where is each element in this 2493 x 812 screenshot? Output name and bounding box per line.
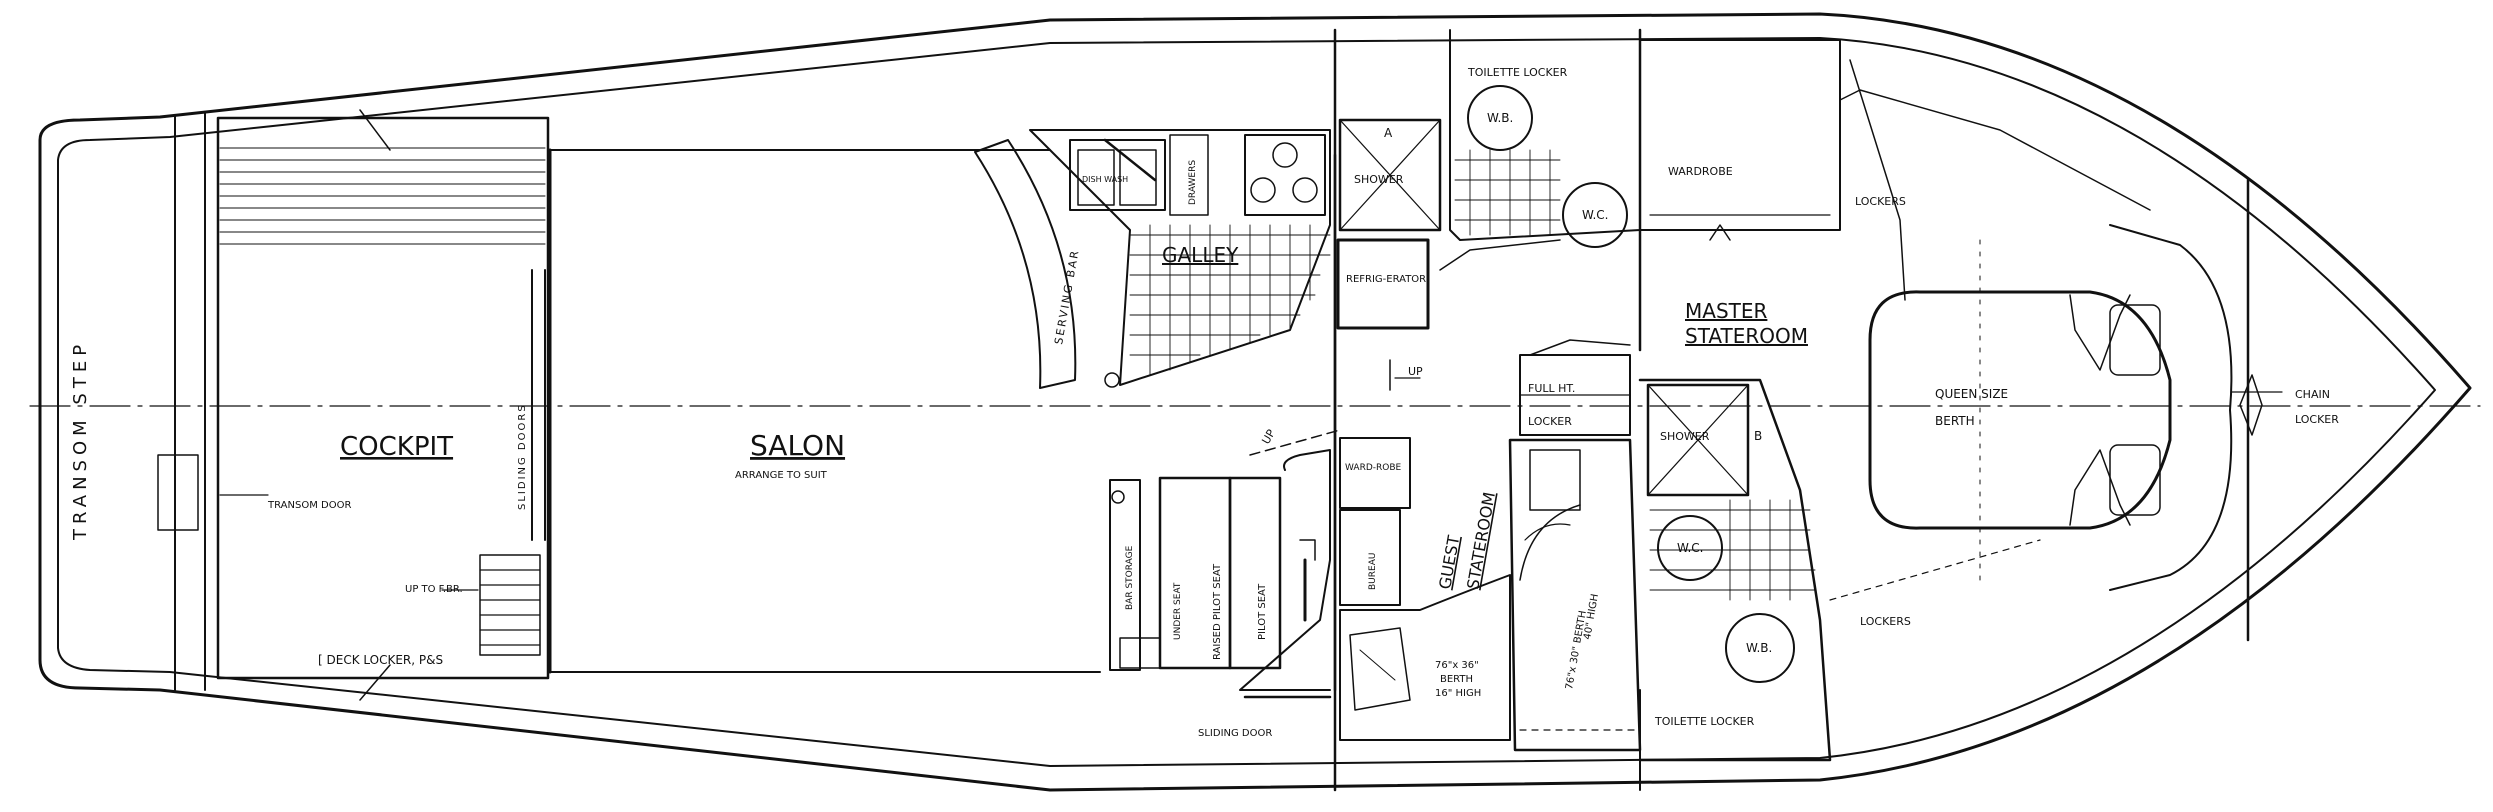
label-chain-1: CHAIN [2295,388,2330,401]
salon-area [548,129,1421,699]
label-cockpit: COCKPIT [340,432,453,462]
shower-port-stall [1338,118,1442,232]
label-under-seat: UNDER SEAT [1173,582,1183,640]
label-pilot-seat: PILOT SEAT [1257,583,1268,640]
label-lockers-top: LOCKERS [1855,195,1906,208]
toilet-bottom [1657,515,1723,581]
cockpit-area [157,109,550,701]
label-queen-2: BERTH [1935,414,1975,428]
label-wardrobe-small: WARD-ROBE [1345,463,1402,473]
label-up-2: UP [1259,427,1278,447]
label-bar-storage: BAR STORAGE [1125,545,1135,610]
pillow-top [2109,304,2161,376]
label-drawers: DRAWERS [1188,160,1198,205]
stbd-head-tiles [1649,499,1816,601]
label-refrigerator: REFRIG-ERATOR [1346,274,1426,285]
refrigerator [1336,238,1430,330]
pillow-bottom [2109,444,2161,516]
label-letter-b: B [1754,429,1762,443]
label-queen-1: QUEEN SIZE [1935,387,2008,401]
label-letter-a: A [1384,126,1393,140]
label-berth-lower-2: BERTH [1440,674,1473,685]
starboard-head [1638,378,1832,791]
label-arrange-to-suit: ARRANGE TO SUIT [735,470,828,481]
label-full-ht-2: LOCKER [1528,415,1572,428]
label-sliding-door: SLIDING DOOR [1198,728,1272,739]
transom-door [157,454,199,531]
dishwasher [1069,139,1166,211]
galley-floor-tiles [1129,224,1331,376]
queen-berth [1868,290,2172,530]
guest-berth-lower [1339,574,1511,741]
label-shower-port: SHOWER [1354,173,1404,186]
washbasin-top [1467,85,1533,151]
label-wardrobe: WARDROBE [1668,165,1733,178]
label-berth-lower-1: 76"x 36" [1435,660,1479,671]
port-head [1333,28,1642,792]
label-wc-bottom: W.C. [1677,541,1704,555]
bureau [1339,509,1401,606]
labels: TRANSOM STEP TRANSOM DOOR COCKPIT SLIDIN… [70,66,2339,739]
label-guest-2: STATEROOM [1463,490,1499,590]
label-transom-step: TRANSOM STEP [70,340,91,541]
cockpit-deck-hatching [219,147,546,245]
label-toilette-locker-bottom: TOILETTE LOCKER [1654,715,1755,728]
guest-stateroom [1339,339,1642,752]
label-chain-2: LOCKER [2295,413,2339,426]
label-toilette-locker-top: TOILETTE LOCKER [1467,66,1568,79]
port-head-tiles [1454,149,1561,236]
label-master-1: MASTER [1685,299,1767,323]
label-bureau: BUREAU [1368,553,1378,590]
label-raised-pilot-seat: RAISED PILOT SEAT [1212,563,1223,660]
label-wc-top: W.C. [1582,208,1609,222]
label-wb-top: W.B. [1487,111,1513,125]
toilet-top [1562,182,1628,248]
label-berth-lower-3: 16" HIGH [1435,688,1481,699]
label-full-ht-1: FULL HT. [1528,382,1575,395]
label-up-to-fbr: UP TO F.BR. [405,584,463,595]
label-up-1: UP [1408,365,1423,378]
cooktop [1244,134,1326,216]
wardrobe-small [1339,437,1411,509]
hull-outline [29,12,2481,792]
label-transom-door: TRANSOM DOOR [267,500,351,511]
master-stateroom [1639,39,2250,642]
label-wb-bottom: W.B. [1746,641,1772,655]
label-master-2: STATEROOM [1685,324,1808,348]
washbasin-bottom [1725,613,1795,683]
label-lockers-bottom: LOCKERS [1860,615,1911,628]
label-dish-wash: DISH WASH [1082,175,1128,184]
serving-bar [974,139,1077,389]
stairs-to-flybridge [479,554,541,656]
drawers [1169,134,1209,216]
label-galley: GALLEY [1162,243,1239,267]
label-shower-stbd: SHOWER [1660,430,1710,443]
helm-station [1109,479,1141,671]
chain-locker [2231,374,2283,436]
label-guest-1: GUEST [1435,534,1463,591]
shower-stbd-stall [1646,383,1750,497]
label-serving-bar: SERVING BAR [1052,248,1082,346]
label-salon: SALON [750,429,845,462]
label-sliding-doors: SLIDING DOORS [517,403,528,510]
label-deck-locker: [ DECK LOCKER, P&S [318,653,443,667]
